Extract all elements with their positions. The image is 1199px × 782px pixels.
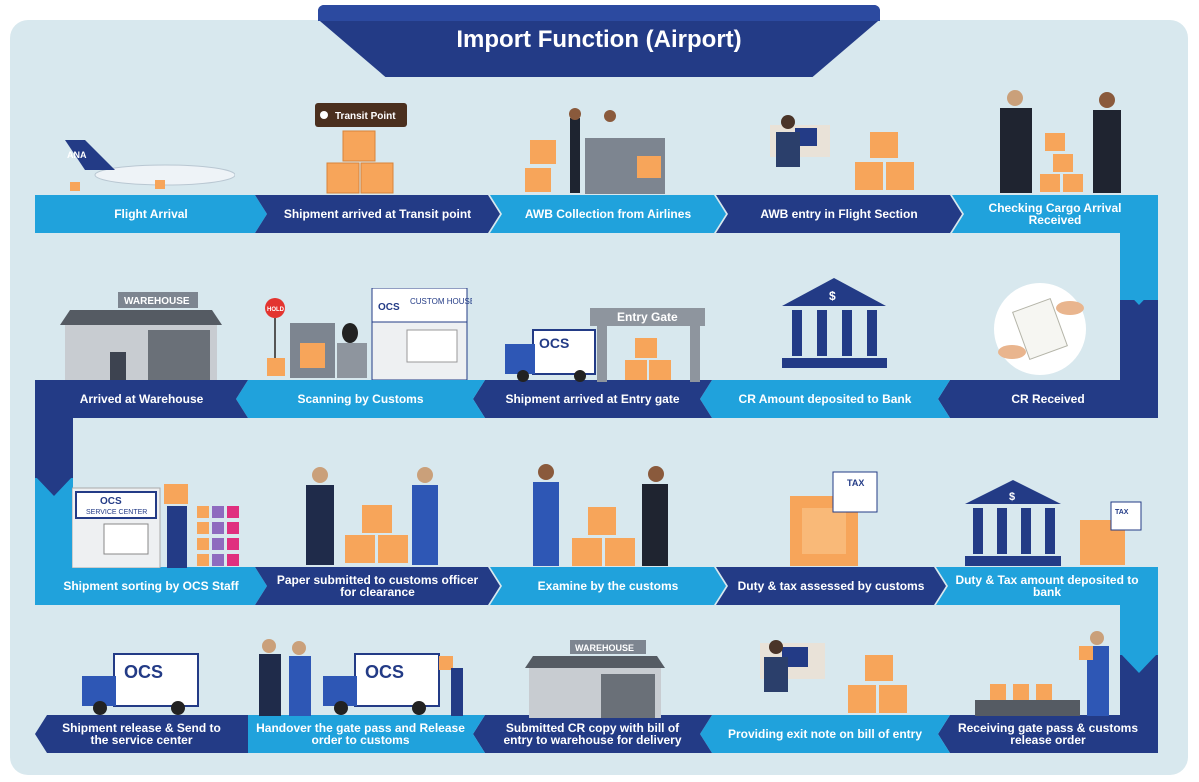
step-shipment-release: Shipment release & Send to the service c… [35, 715, 248, 753]
warehouse-illustration: WAREHOUSE [60, 292, 222, 380]
customs-scanning-illustration: HOLD OCS CUSTOM HOUSE [265, 288, 472, 380]
ocs-logo-text: OCS [124, 662, 163, 682]
step-exit-note: Providing exit note on bill of entry [700, 715, 950, 753]
location-pin-icon [320, 111, 328, 119]
dollar-sign-text: $ [829, 289, 836, 303]
step-handover: Handover the gate pass and Release order… [236, 715, 485, 753]
awb-entry-illustration [770, 115, 914, 190]
connector-right-2 [1120, 598, 1158, 658]
tax-doc-text: TAX [1115, 509, 1129, 516]
checking-cargo-illustration [1000, 90, 1121, 193]
custom-house-sign-text: CUSTOM HOUSE [410, 297, 472, 306]
warehouse-sign-text: WAREHOUSE [124, 296, 190, 307]
entry-gate-sign-text: Entry Gate [617, 310, 678, 324]
paper-submitted-illustration [306, 467, 438, 565]
step-cr-deposited: CR Amount deposited to Bank [700, 380, 950, 418]
step-duty-deposited: Duty & Tax amount deposited to bank [936, 567, 1158, 605]
awb-collection-illustration [525, 108, 665, 194]
service-center-sign-text: SERVICE CENTER [86, 509, 147, 516]
cr-received-illustration [994, 283, 1086, 375]
title-banner-top [318, 5, 880, 21]
airplane-illustration: ANA [65, 140, 235, 191]
tax-doc-text: TAX [847, 478, 864, 488]
ocs-logo-text: OCS [365, 662, 404, 682]
examine-illustration [533, 464, 668, 566]
ocs-logo-text: OCS [539, 335, 569, 351]
step-scanning: Scanning by Customs [236, 380, 485, 418]
step-paper-submitted: Paper submitted to customs officer for c… [255, 567, 500, 605]
step-gate-pass: Receiving gate pass & customs release or… [938, 715, 1158, 753]
entry-gate-illustration: Entry Gate OCS [505, 308, 705, 382]
exit-note-illustration [760, 640, 907, 713]
transit-sign-text: Transit Point [335, 111, 396, 122]
step-awb-entry: AWB entry in Flight Section [716, 195, 962, 233]
transit-point-illustration: Transit Point [315, 103, 407, 194]
ocs-logo-text: OCS [378, 302, 400, 313]
ocs-logo-text: OCS [100, 496, 122, 507]
step-cr-received: CR Received [938, 380, 1158, 418]
hold-sign-text: HOLD [267, 307, 285, 313]
bank-illustration: $ [782, 278, 887, 368]
step-flight-arrival: Flight Arrival [35, 195, 267, 233]
duty-assessed-illustration: TAX [790, 471, 878, 566]
connector-left [35, 410, 73, 480]
service-center-illustration: OCS SERVICE CENTER [72, 484, 239, 568]
step-checking-cargo: Checking Cargo Arrival Received [952, 195, 1158, 233]
arrow-down-icon [35, 476, 73, 496]
step-warehouse: Arrived at Warehouse [35, 380, 248, 418]
step-entry-gate: Shipment arrived at Entry gate [473, 380, 712, 418]
dollar-sign-text: $ [1009, 491, 1015, 503]
step-examine: Examine by the customs [490, 567, 726, 605]
arrow-down-icon [1120, 285, 1158, 305]
warehouse-delivery-illustration: WAREHOUSE [525, 640, 665, 718]
step-sorting: Shipment sorting by OCS Staff [35, 567, 267, 605]
step-transit-point: Shipment arrived at Transit point [255, 195, 500, 233]
warehouse-sign-text: WAREHOUSE [575, 643, 634, 653]
arrow-down-icon [1120, 653, 1158, 673]
duty-deposited-illustration: $ TAX [965, 480, 1142, 566]
page-title: Import Function (Airport) [456, 26, 742, 53]
handover-illustration: OCS [259, 639, 463, 716]
ocs-truck-illustration: OCS [82, 653, 199, 715]
step-cr-copy: Submitted CR copy with bill of entry to … [473, 715, 712, 753]
step-awb-collection: AWB Collection from Airlines [490, 195, 726, 233]
step-duty-assessed: Duty & tax assessed by customs [716, 567, 946, 605]
airline-logo-text: ANA [67, 150, 87, 160]
gate-pass-illustration [975, 631, 1109, 716]
